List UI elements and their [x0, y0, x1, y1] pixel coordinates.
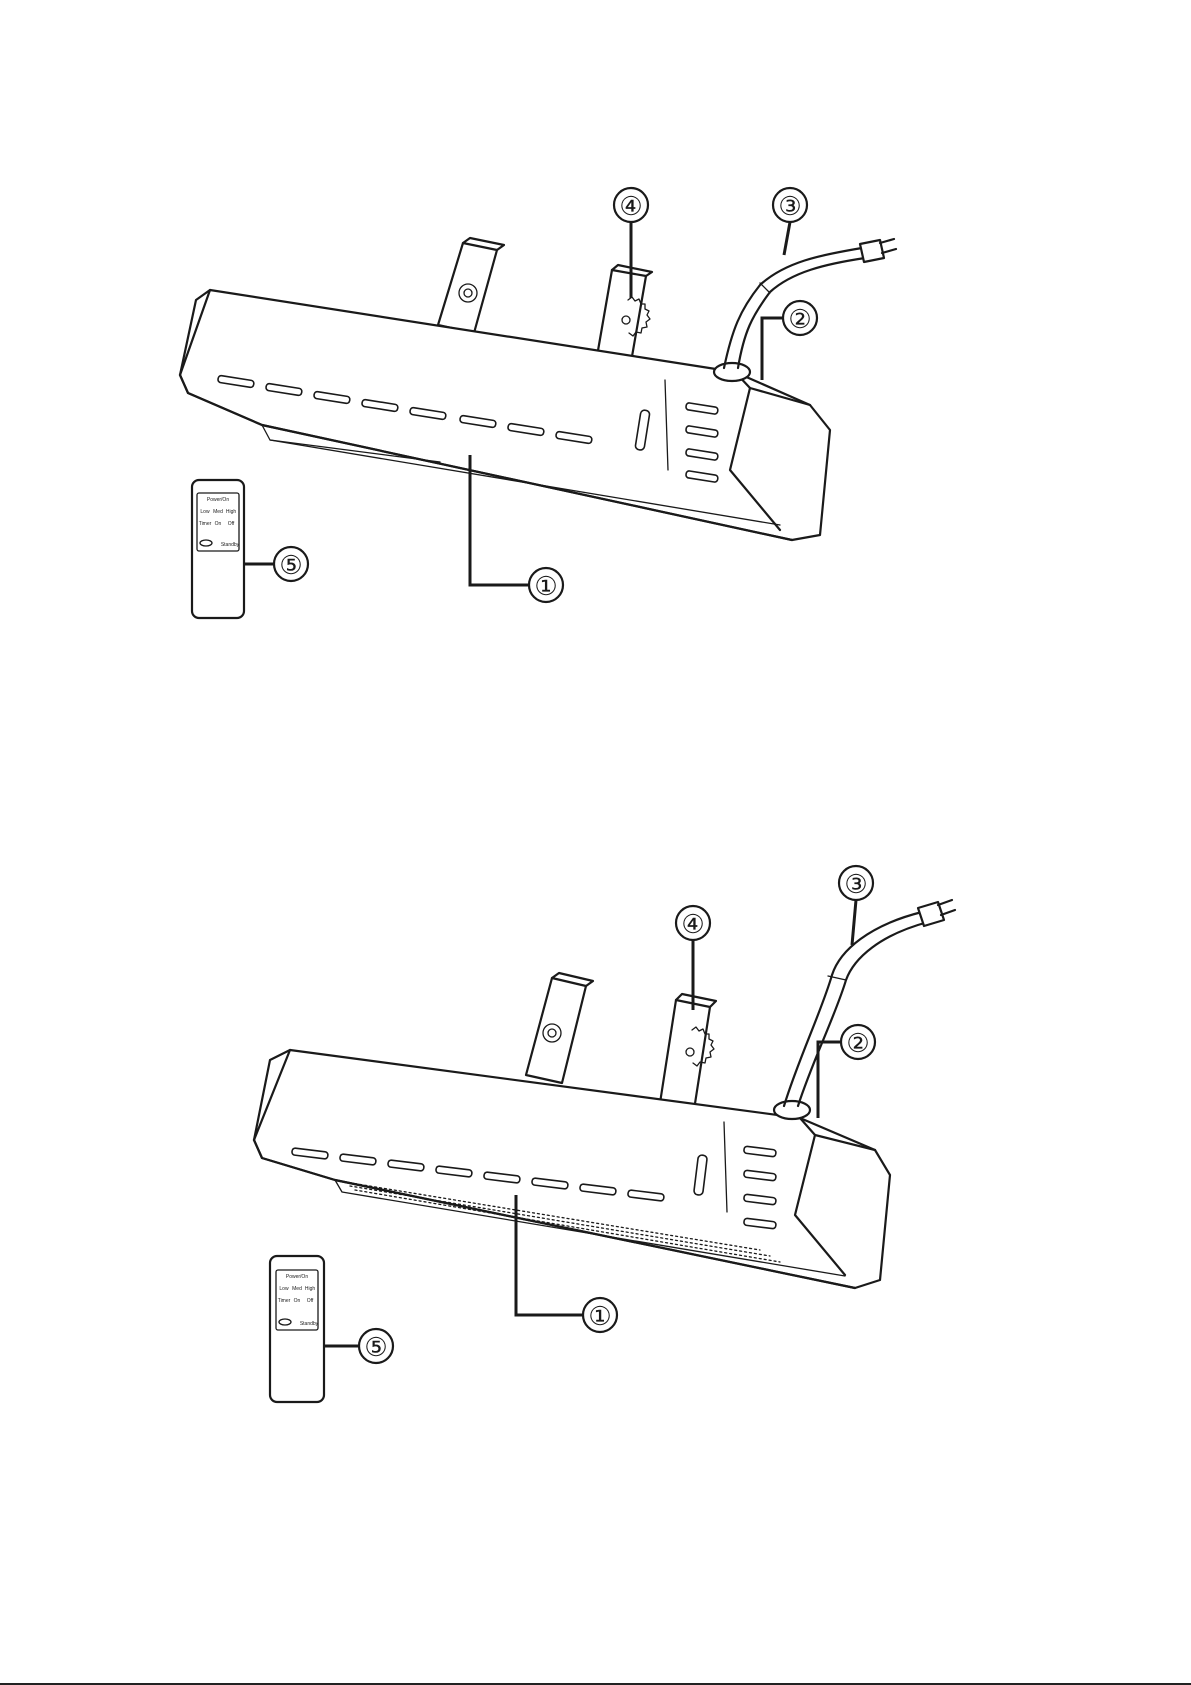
remote-label-med-bottom: Med — [292, 1286, 302, 1292]
mounting-bracket-right-bottom — [660, 994, 716, 1110]
callout-1-label-bottom: ① — [588, 1301, 611, 1331]
remote-label-high-bottom: High — [305, 1286, 316, 1292]
heater-body-bottom — [254, 1050, 890, 1288]
remote-label-power-bottom: Power/On — [286, 1274, 308, 1280]
callout-5-bottom: ⑤ — [324, 1329, 393, 1363]
callout-2-label-bottom: ② — [846, 1028, 869, 1058]
remote-label-timer-bottom: Timer — [278, 1298, 291, 1304]
remote-label-off-bottom: Off — [307, 1298, 314, 1304]
callout-3-label-bottom: ③ — [844, 869, 867, 899]
remote-label-standby-bottom: Standby — [300, 1321, 319, 1327]
callout-2-bottom: ② — [818, 1025, 875, 1118]
callout-4-label-bottom: ④ — [681, 909, 704, 939]
callout-5-label-bottom: ⑤ — [364, 1332, 387, 1362]
remote-label-low-bottom: Low — [279, 1286, 289, 1292]
power-cord-bottom — [774, 900, 955, 1119]
remote-control-bottom: Power/On Low Med High Timer On Off Stand… — [270, 1256, 324, 1402]
mounting-bracket-left-bottom — [526, 973, 593, 1083]
remote-label-on-bottom: On — [294, 1298, 301, 1304]
